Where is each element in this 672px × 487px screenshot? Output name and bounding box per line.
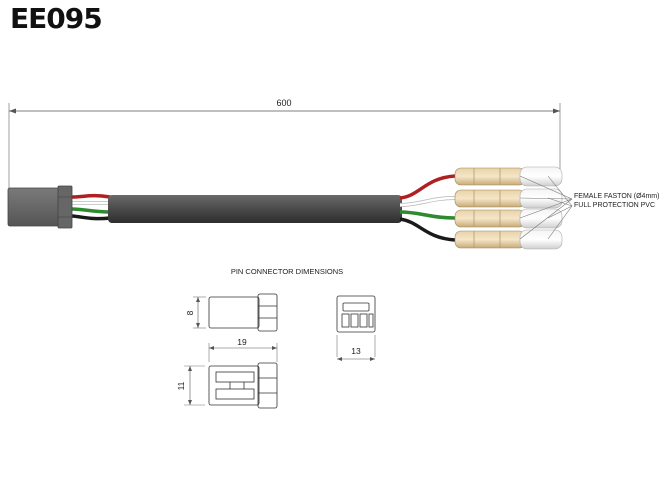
cable-sheath [108, 195, 402, 223]
left-wire-stubs [71, 193, 111, 221]
faston-terminal [454, 208, 563, 229]
terminal-protection-label: FULL PROTECTION PVC [574, 202, 655, 209]
terminal-leader-lines [519, 175, 573, 240]
faston-terminals [454, 166, 563, 250]
cable-length-label: 600 [276, 98, 291, 108]
faston-terminal [454, 166, 563, 187]
pin-connector-face-view [336, 295, 376, 361]
pin-connector-side-view [193, 293, 278, 332]
faston-terminal [454, 229, 563, 250]
right-wire-fanout [399, 174, 456, 242]
connector-length-label: 19 [237, 337, 247, 347]
connector-height-label: 8 [185, 310, 195, 315]
connector-face-width-label: 13 [351, 346, 361, 356]
product-code-title: EE095 [10, 2, 103, 35]
cable-length-dimension: 600 [8, 98, 561, 190]
terminal-type-label: FEMALE FASTON (Ø4mm) [574, 193, 659, 200]
connector-width-label: 11 [176, 381, 186, 390]
plug-connector [7, 185, 73, 229]
pin-connector-heading: PIN CONNECTOR DIMENSIONS [231, 267, 343, 276]
pin-connector-top-view [184, 343, 278, 409]
